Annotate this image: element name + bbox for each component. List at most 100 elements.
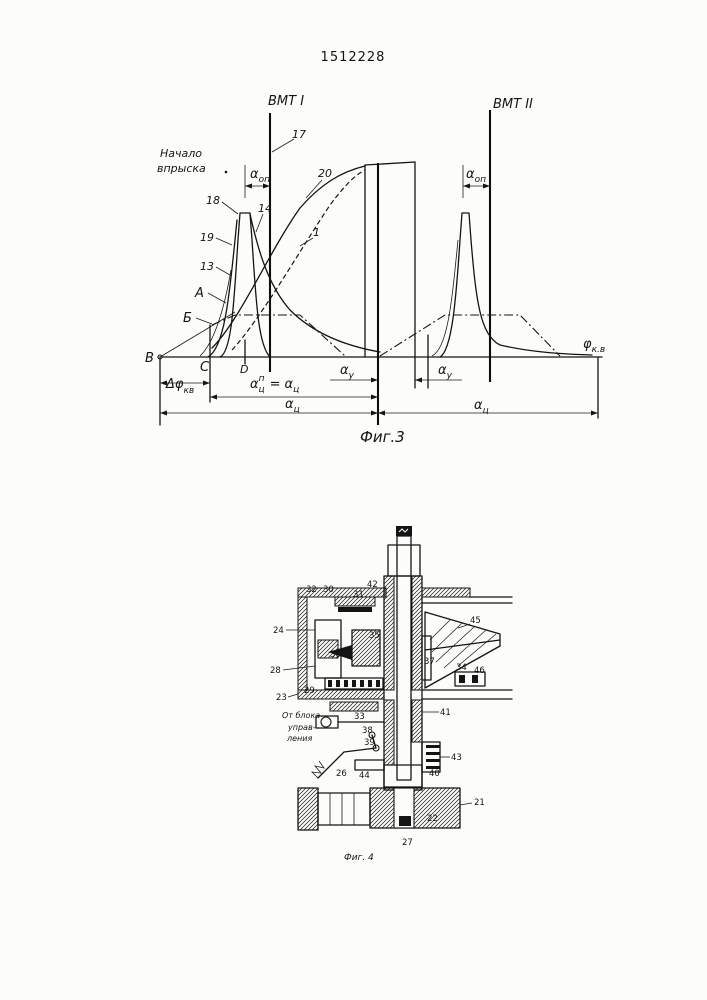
part-label: 34 bbox=[456, 663, 467, 673]
section-hatch-line bbox=[384, 722, 394, 732]
section-hatch-line bbox=[298, 628, 307, 637]
part-label: 43 bbox=[451, 753, 462, 763]
part-label: 28 bbox=[270, 666, 281, 676]
label-alpha-y-right: αу bbox=[438, 363, 453, 381]
section-hatch-line bbox=[384, 646, 394, 656]
label-injection-start-line2: впрыска bbox=[157, 162, 206, 175]
section-hatch-line bbox=[384, 638, 394, 648]
section-hatch-line bbox=[384, 642, 394, 652]
control-unit-label-line1: От блока bbox=[282, 711, 320, 720]
shaft-collar bbox=[384, 765, 422, 787]
section-hatch-line bbox=[412, 662, 422, 672]
label-alpha-c-p-equation: αпц=αц bbox=[250, 374, 299, 395]
section-hatch-line bbox=[384, 598, 394, 608]
section-hatch-line bbox=[364, 650, 380, 666]
section-hatch-line bbox=[384, 650, 394, 660]
alpha-c-subscript: ц bbox=[483, 406, 489, 416]
control-unit-label-line3: ления bbox=[286, 734, 312, 743]
part-label: 44 bbox=[359, 771, 370, 781]
section-hatch-line bbox=[357, 702, 366, 711]
section-hatch-line bbox=[412, 614, 422, 624]
label-tdc-2: ВМТ II bbox=[493, 97, 533, 112]
part-label: 39 bbox=[364, 738, 375, 748]
section-hatch-line bbox=[387, 758, 394, 765]
section-hatch-line bbox=[384, 734, 394, 744]
section-hatch-line bbox=[384, 700, 392, 708]
section-hatch-line bbox=[384, 610, 394, 620]
part-label: 31 bbox=[353, 590, 364, 600]
section-hatch-line bbox=[412, 650, 422, 660]
section-hatch-line bbox=[298, 792, 318, 812]
section-hatch-line bbox=[412, 678, 422, 688]
section-hatch-line bbox=[366, 597, 375, 606]
section-hatch-line bbox=[412, 722, 422, 732]
delta-phi-kv-subscript: кв bbox=[183, 386, 194, 396]
section-hatch-line bbox=[412, 594, 422, 604]
section-hatch-line bbox=[412, 702, 422, 712]
label-injection-start-line1: Начало bbox=[160, 147, 202, 160]
section-hatch-line bbox=[361, 690, 370, 699]
label-13: 13 bbox=[200, 260, 214, 273]
section-hatch-line bbox=[384, 582, 394, 592]
section-hatch-line bbox=[321, 690, 330, 699]
section-hatch-line bbox=[384, 706, 394, 716]
ring-gear-tooth bbox=[376, 680, 380, 687]
section-hatch-line bbox=[442, 810, 460, 828]
section-hatch-line bbox=[377, 692, 384, 699]
section-hatch-line bbox=[412, 590, 422, 600]
section-hatch-line bbox=[412, 630, 422, 640]
section-hatch-line bbox=[412, 710, 422, 720]
ring-gear-tooth bbox=[344, 680, 348, 687]
section-hatch-line bbox=[337, 690, 346, 699]
trapezoid-b-right bbox=[380, 315, 560, 356]
drive-housing bbox=[370, 788, 460, 828]
section-hatch-line bbox=[360, 646, 380, 666]
section-hatch-line bbox=[298, 632, 307, 641]
ring-gear-tooth bbox=[368, 680, 372, 687]
section-hatch-line bbox=[298, 690, 302, 694]
section-hatch-line bbox=[338, 597, 347, 606]
leader-14 bbox=[256, 214, 263, 232]
drive-gear-tooth bbox=[426, 745, 440, 748]
control-unit-label-line2: управ- bbox=[287, 723, 316, 732]
section-hatch-line bbox=[433, 588, 442, 597]
section-hatch-line bbox=[318, 640, 326, 648]
section-hatch-line bbox=[384, 634, 394, 644]
part-label: 35 bbox=[369, 631, 380, 641]
section-hatch-line bbox=[414, 788, 434, 808]
phi-kv-subscript: к.в bbox=[592, 345, 606, 355]
section-hatch-line bbox=[384, 710, 394, 720]
hollow-shaft-upper bbox=[388, 545, 420, 576]
section-hatch-line bbox=[412, 598, 422, 608]
section-hatch-line bbox=[352, 630, 368, 646]
section-hatch-line bbox=[333, 690, 342, 699]
label-point-a: А bbox=[194, 286, 204, 301]
section-hatch-line bbox=[412, 714, 422, 724]
alpha-op-subscript: оп bbox=[475, 175, 487, 185]
part-label: 37 bbox=[424, 657, 435, 667]
part-label: 30 bbox=[323, 585, 334, 595]
section-hatch-line bbox=[298, 672, 307, 681]
section-hatch-line bbox=[333, 702, 342, 711]
section-hatch-line bbox=[414, 734, 422, 742]
upper-gear-teeth bbox=[338, 607, 372, 612]
part-label: 33 bbox=[354, 712, 365, 722]
figure-4-caption: Фиг. 4 bbox=[344, 853, 374, 863]
label-17: 17 bbox=[292, 128, 306, 141]
drive-gear-tooth bbox=[426, 759, 440, 762]
leader-21 bbox=[460, 803, 472, 805]
part-label: 41 bbox=[440, 708, 451, 718]
section-hatch-line bbox=[429, 588, 438, 597]
section-hatch-line bbox=[412, 700, 416, 704]
section-hatch-line bbox=[384, 742, 394, 752]
curve-1-lift-dashed bbox=[232, 170, 365, 350]
section-hatch-line bbox=[353, 690, 362, 699]
leader-19 bbox=[216, 238, 232, 245]
section-hatch-line bbox=[384, 606, 394, 616]
section-hatch-line bbox=[333, 588, 342, 597]
weight-element bbox=[472, 675, 478, 683]
weight-element bbox=[459, 675, 465, 683]
section-hatch-line bbox=[298, 788, 306, 796]
section-hatch-line bbox=[298, 624, 307, 633]
